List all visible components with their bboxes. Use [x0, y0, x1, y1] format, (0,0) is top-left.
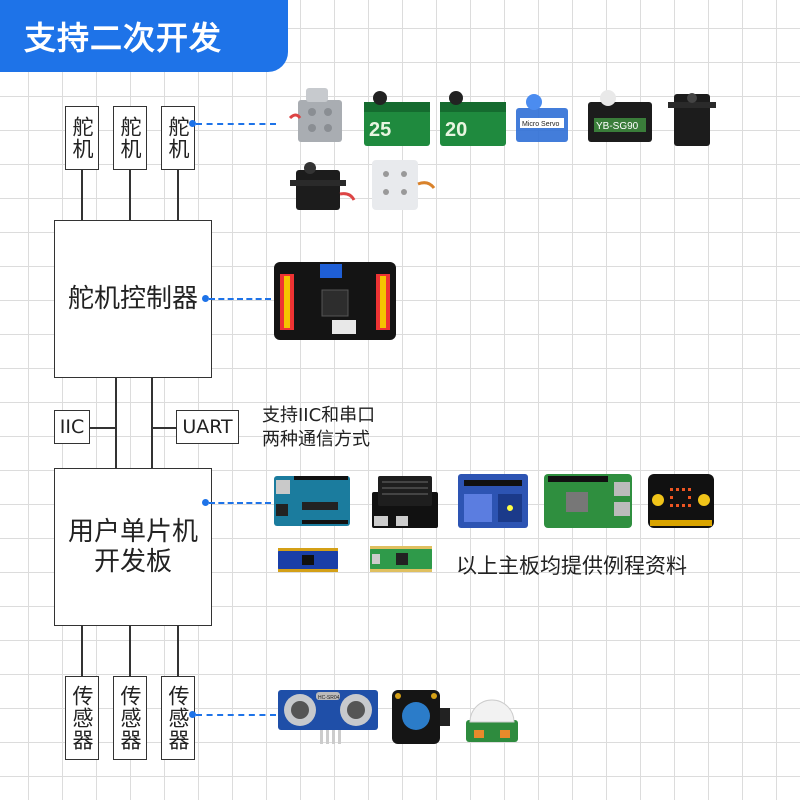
uart-box: UART: [176, 410, 239, 444]
ultrasonic-sensor-photo: HC-SR04: [278, 690, 378, 744]
page-title: 支持二次开发: [24, 19, 223, 57]
servo-wire-2: [129, 170, 131, 220]
comm-note-line-1: 支持IIC和串口: [262, 405, 376, 426]
servo-link-line: [196, 123, 276, 125]
pico-board-photo: [370, 546, 432, 572]
arduino-uno-photo: [274, 476, 350, 526]
controller-link-line: [209, 298, 271, 300]
title-banner: 支持二次开发: [0, 0, 288, 72]
bus-line-right: [151, 378, 153, 468]
boards-caption: 以上主板均提供例程资料: [456, 554, 687, 578]
comm-note: 支持IIC和串口 两种通信方式: [262, 404, 375, 452]
sensor-link-line: [196, 714, 276, 716]
bus-line-left: [115, 378, 117, 468]
servo-photo-1: [288, 88, 342, 142]
pir-sensor-photo: [466, 699, 518, 742]
sensor-link-dot: [189, 711, 196, 718]
iic-label: IIC: [59, 416, 85, 438]
sensor-wire-2: [129, 626, 131, 676]
servo-photo-6: [668, 93, 716, 146]
sensor-box-3: 传感器: [161, 676, 195, 760]
servo-box-1: 舵机: [65, 106, 99, 170]
servo-badge-5: YB-SG90: [596, 121, 639, 132]
servo-badge-4: Micro Servo: [522, 121, 559, 128]
controller-link-dot: [202, 295, 209, 302]
sensor-wire-3: [177, 626, 179, 676]
ultrasonic-label: HC-SR04: [318, 695, 340, 701]
servo-controller-box: 舵机控制器: [54, 220, 212, 378]
microbit-photo: [648, 474, 714, 528]
servo-photo-5: YB-SG90: [588, 90, 652, 142]
mcu-link-dot: [202, 499, 209, 506]
iic-link: [89, 427, 115, 429]
mcu-label-line-2: 开发板: [93, 547, 172, 577]
uart-label: UART: [182, 416, 233, 438]
mcu-board-box: 用户单片机 开发板: [54, 468, 212, 626]
sensor-box-2: 传感器: [113, 676, 147, 760]
mcu-link-line: [209, 502, 271, 504]
servo-box-2: 舵机: [113, 106, 147, 170]
comm-note-line-2: 两种通信方式: [262, 429, 370, 450]
servo-wire-1: [81, 170, 83, 220]
sensor-wire-1: [81, 626, 83, 676]
expansion-board-photo: [458, 474, 528, 528]
jetson-nano-photo: [372, 476, 438, 528]
servo-photo-4: Micro Servo: [516, 94, 568, 142]
servo-link-dot: [189, 120, 196, 127]
servo-wire-3: [177, 170, 179, 220]
servo-photo-2: 25: [364, 91, 430, 146]
servo-badge-3: 20: [445, 119, 467, 141]
servo-badge-2: 25: [369, 119, 391, 141]
servo-photo-8: [372, 160, 436, 210]
servo-photo-7: [290, 162, 356, 210]
servo-photo-3: 20: [440, 91, 506, 146]
uart-link: [151, 427, 177, 429]
controller-board-photo: [274, 262, 396, 340]
servo-controller-label: 舵机控制器: [67, 284, 198, 314]
mcu-label-line-1: 用户单片机: [67, 517, 198, 547]
servo-box-3: 舵机: [161, 106, 195, 170]
stm32-board-photo: [278, 548, 338, 572]
raspberry-pi-photo: [544, 474, 632, 528]
button-sensor-photo: [392, 690, 450, 744]
sensor-box-1: 传感器: [65, 676, 99, 760]
iic-box: IIC: [54, 410, 90, 444]
